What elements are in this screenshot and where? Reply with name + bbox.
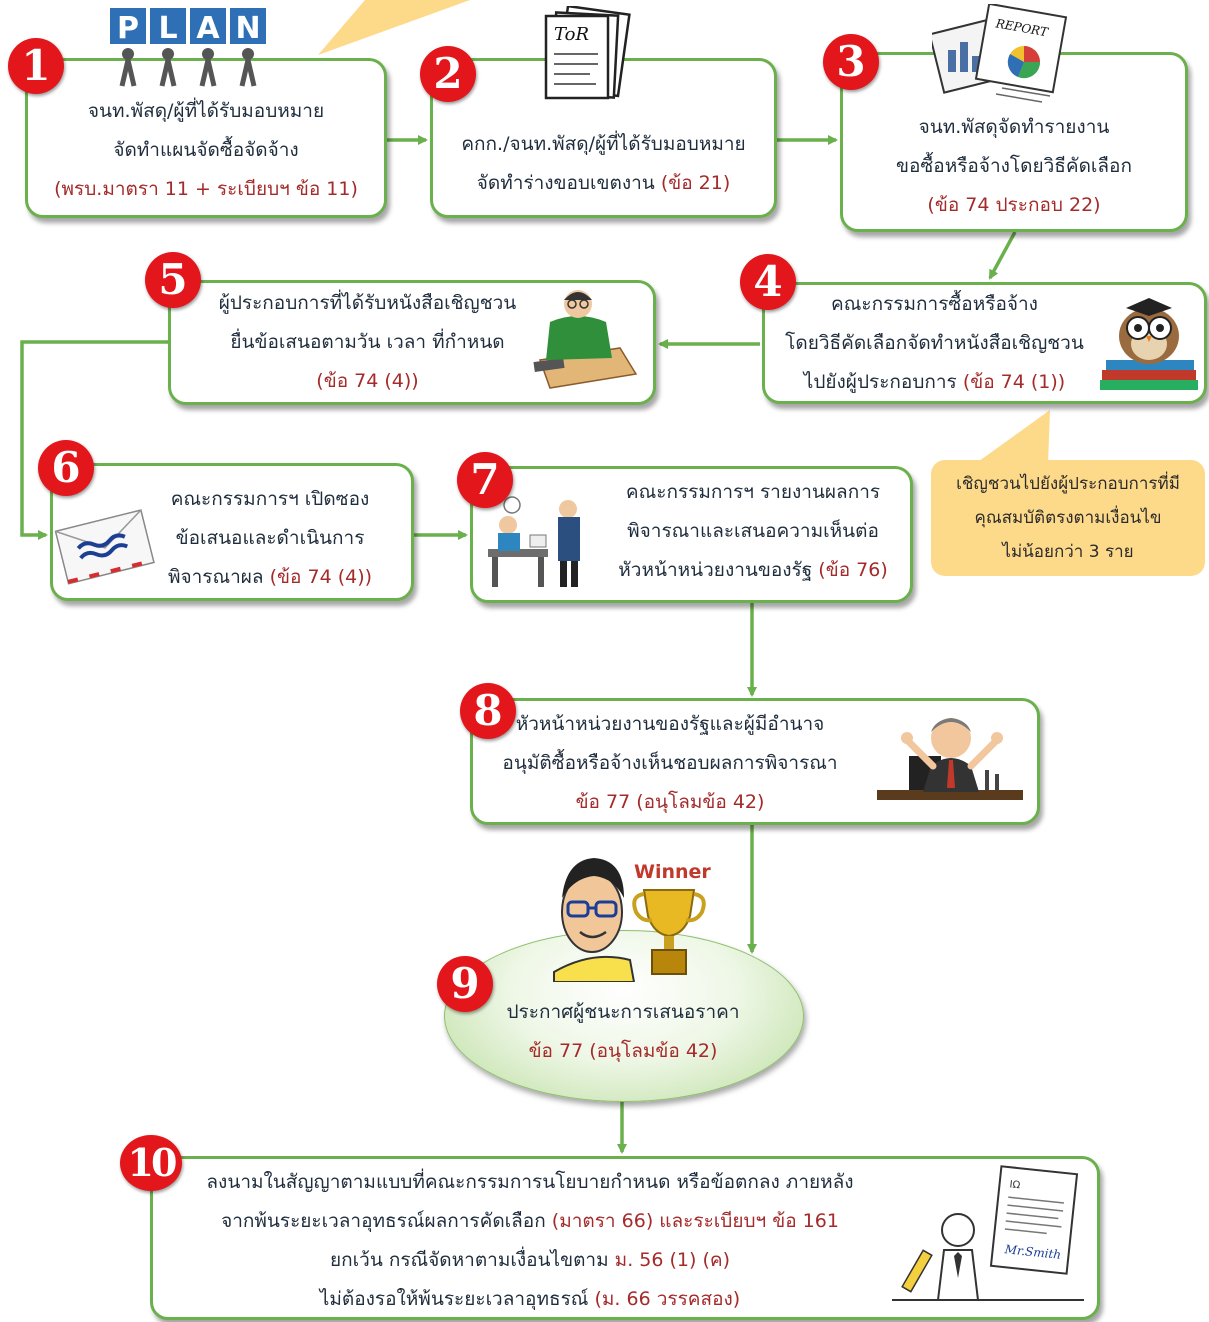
step-7-badge: 7	[457, 452, 513, 508]
note-pointer	[975, 410, 1050, 464]
step-4-text: คณะกรรมการซื้อหรือจ้าง โดยวิธีคัดเลือกจั…	[785, 293, 1084, 393]
step-3-text: จนท.พัสดุจัดทำรายงาน ขอซื้อหรือจ้างโดยวิ…	[896, 116, 1132, 216]
boss-desk-icon	[875, 708, 1025, 808]
step-3-badge: 3	[823, 34, 879, 90]
plan-letter-a: A	[196, 11, 220, 46]
tor-document-icon: ToR	[540, 4, 636, 102]
step-6-badge: 6	[38, 440, 94, 496]
step-1-badge: 1	[8, 38, 64, 94]
invitation-note: เชิญชวนไปยังผู้ประกอบการที่มี คุณสมบัติต…	[931, 460, 1205, 576]
contract-signing-icon: IΩ Mr.Smith	[888, 1160, 1088, 1310]
plan-letter-p: P	[117, 11, 139, 46]
step-2-text: คกก./จนท.พัสดุ/ผู้ที่ได้รับมอบหมาย จัดทำ…	[461, 133, 746, 194]
callout-pointer-top	[318, 0, 470, 55]
envelope-icon	[52, 498, 156, 588]
winner-trophy-icon: Winner	[552, 832, 712, 983]
svg-text:Winner: Winner	[634, 861, 711, 883]
svg-text:ToR: ToR	[554, 24, 589, 45]
step-2-badge: 2	[420, 46, 476, 102]
step-8-badge: 8	[460, 683, 516, 739]
step-6-text: คณะกรรมการฯ เปิดซอง ข้อเสนอและดำเนินการ …	[167, 488, 373, 588]
arrow-3-to-4	[988, 231, 1017, 280]
step-9-badge: 9	[437, 956, 493, 1012]
svg-text:Mr.Smith: Mr.Smith	[1003, 1242, 1062, 1262]
owl-books-icon	[1096, 292, 1202, 398]
step-10-badge: 10	[120, 1135, 182, 1191]
step-10-text: ลงนามในสัญญาตามแบบที่คณะกรรมการนโยบายกำห…	[206, 1171, 854, 1310]
writer-desk-icon	[520, 282, 640, 392]
step-5-badge: 5	[145, 252, 201, 308]
report-icon: REPORT	[928, 2, 1072, 104]
step-4-badge: 4	[740, 254, 796, 310]
step-8-text: หัวหน้าหน่วยงานของรัฐและผู้มีอำนาจ อนุมั…	[502, 713, 838, 813]
step-9-text: ประกาศผู้ชนะการเสนอราคา ข้อ 77 (อนุโลมข้…	[506, 1001, 740, 1062]
plan-letter-n: N	[235, 11, 260, 46]
plan-letter-l: L	[158, 11, 177, 46]
step-7-text: คณะกรรมการฯ รายงานผลการ พิจารณาและเสนอคว…	[618, 481, 888, 581]
arrow-5-to-6	[20, 340, 168, 540]
step-1-text: จนท.พัสดุ/ผู้ที่ได้รับมอบหมาย จัดทำแผนจั…	[54, 100, 358, 200]
step-1-box	[25, 58, 387, 218]
office-report-icon	[478, 495, 596, 591]
step-5-text: ผู้ประกอบการที่ได้รับหนังสือเชิญชวน ยื่น…	[218, 292, 517, 392]
svg-text:IΩ: IΩ	[1009, 1179, 1021, 1191]
